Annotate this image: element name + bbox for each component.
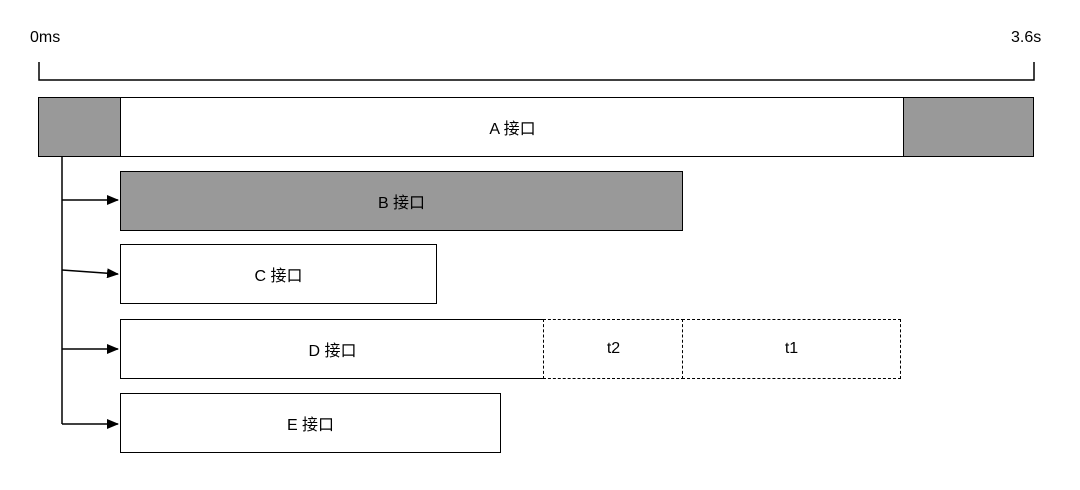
a-interface-label: A 接口 xyxy=(489,121,536,138)
t2-segment: t2 xyxy=(543,319,684,379)
t1-segment: t1 xyxy=(682,319,901,379)
timeline-bracket xyxy=(38,62,1035,81)
e-interface-label: E 接口 xyxy=(286,417,335,434)
d-interface-label: D 接口 xyxy=(308,343,357,360)
c-interface-box: C 接口 xyxy=(120,244,437,304)
a-interface-box: A 接口 xyxy=(120,97,905,157)
arrow-to-c xyxy=(61,268,119,279)
e-interface-box: E 接口 xyxy=(120,393,501,453)
timeline-start-label: 0ms xyxy=(30,29,61,46)
c-interface-label: C 接口 xyxy=(254,268,303,285)
b-interface-box: B 接口 xyxy=(120,171,683,231)
t1-label: t1 xyxy=(784,340,799,357)
a-start-segment xyxy=(38,97,122,157)
d-interface-box: D 接口 xyxy=(120,319,545,379)
a-end-segment xyxy=(903,97,1034,157)
t2-label: t2 xyxy=(606,340,621,357)
timeline-end-label: 3.6s xyxy=(1011,29,1042,46)
b-interface-label: B 接口 xyxy=(377,195,426,212)
